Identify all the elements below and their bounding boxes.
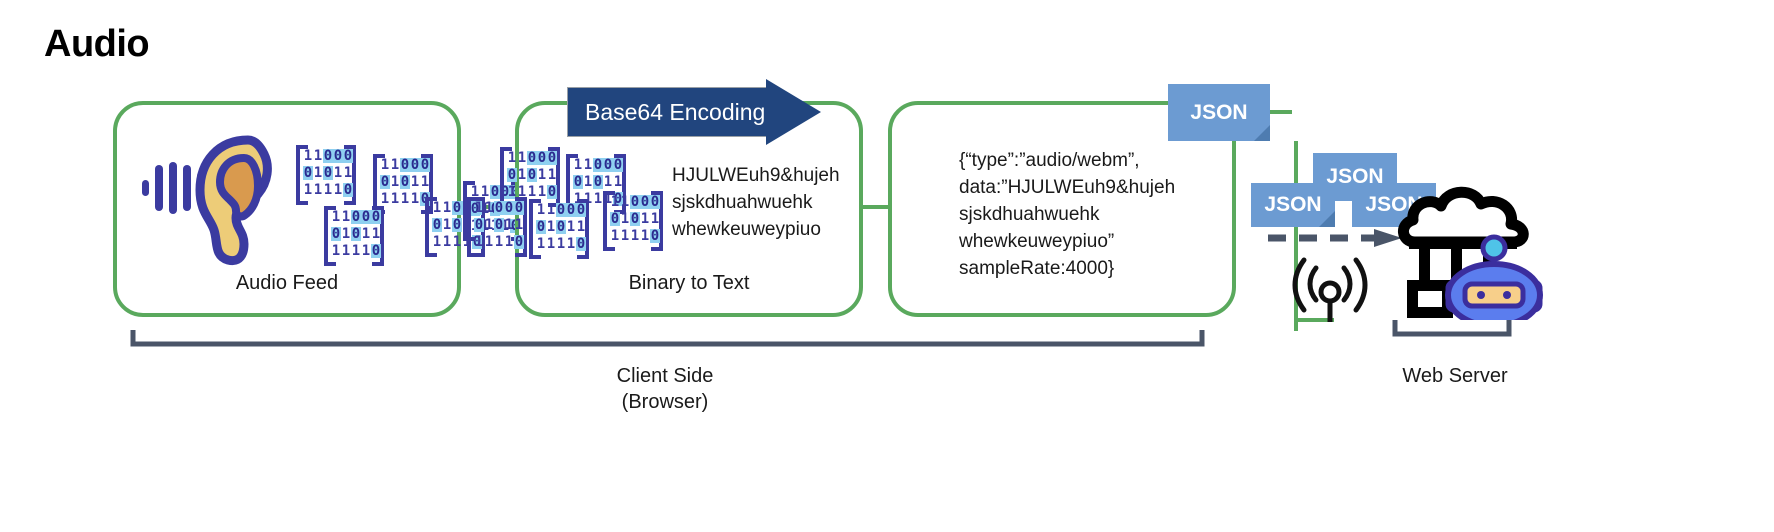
json-badge-label: JSON <box>1365 193 1423 216</box>
json-badge-left: JSON <box>1251 183 1335 227</box>
base64-output-text: HJULWEuh9&hujeh sjskdhuahwuehk whewkeuwe… <box>672 165 840 240</box>
arrow-body <box>567 87 767 137</box>
json-badge-main: JSON <box>1168 84 1270 141</box>
json-badge-label: JSON <box>1190 100 1248 124</box>
connector-badge-down-curve <box>1294 318 1334 322</box>
page-fold-icon <box>1319 211 1335 227</box>
dashed-arrow-icon <box>1268 228 1408 248</box>
ear-icon <box>140 132 290 267</box>
connector-binary-json <box>861 205 891 209</box>
cloud-icon <box>1398 186 1529 248</box>
base64-encoding-arrow: Base64 Encoding <box>567 79 821 145</box>
connector-badge-down <box>1294 141 1298 331</box>
bracket-web-server-label: Web Server <box>1402 365 1508 387</box>
cloud-server-robot-icon <box>1393 180 1553 329</box>
base64-encoding-label: Base64 Encoding <box>585 99 766 125</box>
bracket-web-server <box>1392 320 1512 337</box>
panel-binary-to-text-label: Binary to Text <box>628 272 750 294</box>
connector-audio-binary <box>459 205 519 209</box>
bracket-client-side <box>130 330 1205 347</box>
bracket-client-side-label: Client Side (Browser) <box>616 365 714 413</box>
arrow-head-icon <box>766 79 821 145</box>
json-badge-label: JSON <box>1326 165 1384 188</box>
wifi-antenna-icon <box>1292 252 1368 322</box>
page-title: Audio <box>44 23 150 65</box>
json-payload-text: {“type”:”audio/webm”, data:”HJULWEuh9&hu… <box>959 150 1176 279</box>
page-fold-icon <box>1254 125 1270 141</box>
panel-audio-feed-label: Audio Feed <box>235 272 339 294</box>
json-badge-label: JSON <box>1264 193 1322 216</box>
